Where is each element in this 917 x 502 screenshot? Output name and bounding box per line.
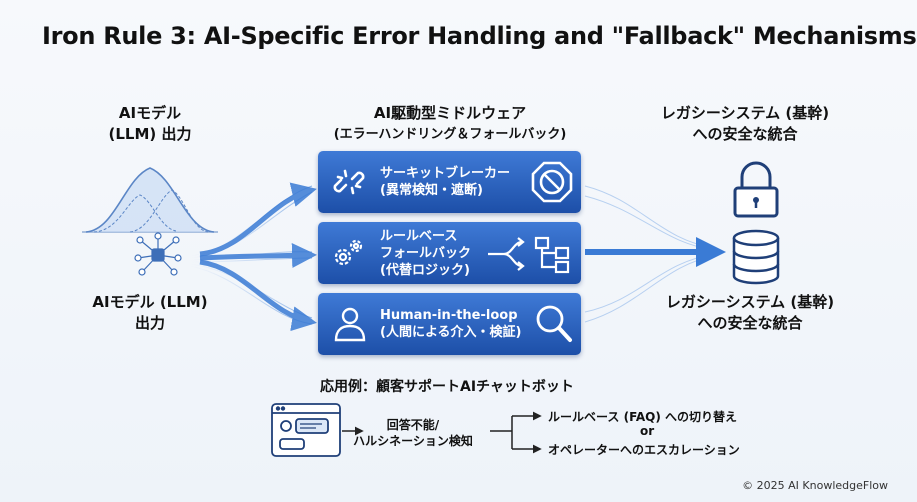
example-or-label: or: [640, 424, 655, 438]
rule-based-fallback-box: ルールベース フォールバック (代替ロジック): [318, 222, 581, 284]
chat-window-icon: [271, 403, 341, 457]
example-title: 応用例：顧客サポートAIチャットボット: [320, 379, 574, 395]
database-icon: [732, 229, 780, 285]
neural-network-icon: [134, 232, 182, 276]
rule-based-fallback-label: ルールベース フォールバック (代替ロジック): [380, 229, 472, 278]
copyright-footer: © 2025 AI KnowledgeFlow: [742, 479, 888, 492]
human-in-the-loop-label: Human-in-the-loop (人間による介入・検証): [380, 308, 522, 340]
distribution-curve-icon: [82, 167, 218, 233]
arrow-to-circuit-breaker: [199, 182, 317, 257]
middleware-heading: AI駆動型ミドルウェア (エラーハンドリング＆フォールバック): [333, 104, 567, 142]
circuit-breaker-box: サーキットブレーカー (異常検知・遮断): [318, 151, 581, 213]
arrow-to-fallback: [199, 242, 317, 268]
page-title: Iron Rule 3: AI-Specific Error Handling …: [42, 22, 917, 50]
magnifier-icon: [536, 305, 572, 342]
lock-icon: [733, 161, 779, 218]
broken-link-icon: [333, 169, 365, 195]
example-branch: [490, 416, 513, 449]
example-option-faq: ルールベース (FAQ) への切り替え: [548, 410, 738, 424]
circuit-breaker-label: サーキットブレーカー (異常検知・遮断): [380, 166, 511, 198]
flowchart-icon: [488, 236, 570, 274]
llm-output-footer: AIモデル (LLM) 出力: [92, 293, 208, 332]
example-detection-label: 回答不能/ ハルシネーション検知: [353, 418, 473, 448]
legacy-system-heading: レガシーシステム (基幹) への安全な統合: [660, 104, 830, 143]
stop-sign-icon: [531, 161, 573, 203]
example-option-operator: オペレーターへのエスカレーション: [548, 443, 740, 457]
arrow-to-human: [199, 259, 317, 332]
llm-output-heading: AIモデル (LLM) 出力: [108, 104, 192, 143]
gears-icon: [334, 239, 363, 266]
person-icon: [334, 307, 366, 342]
human-in-the-loop-box: Human-in-the-loop (人間による介入・検証): [318, 293, 581, 355]
legacy-system-footer: レガシーシステム (基幹) への安全な統合: [665, 293, 835, 332]
